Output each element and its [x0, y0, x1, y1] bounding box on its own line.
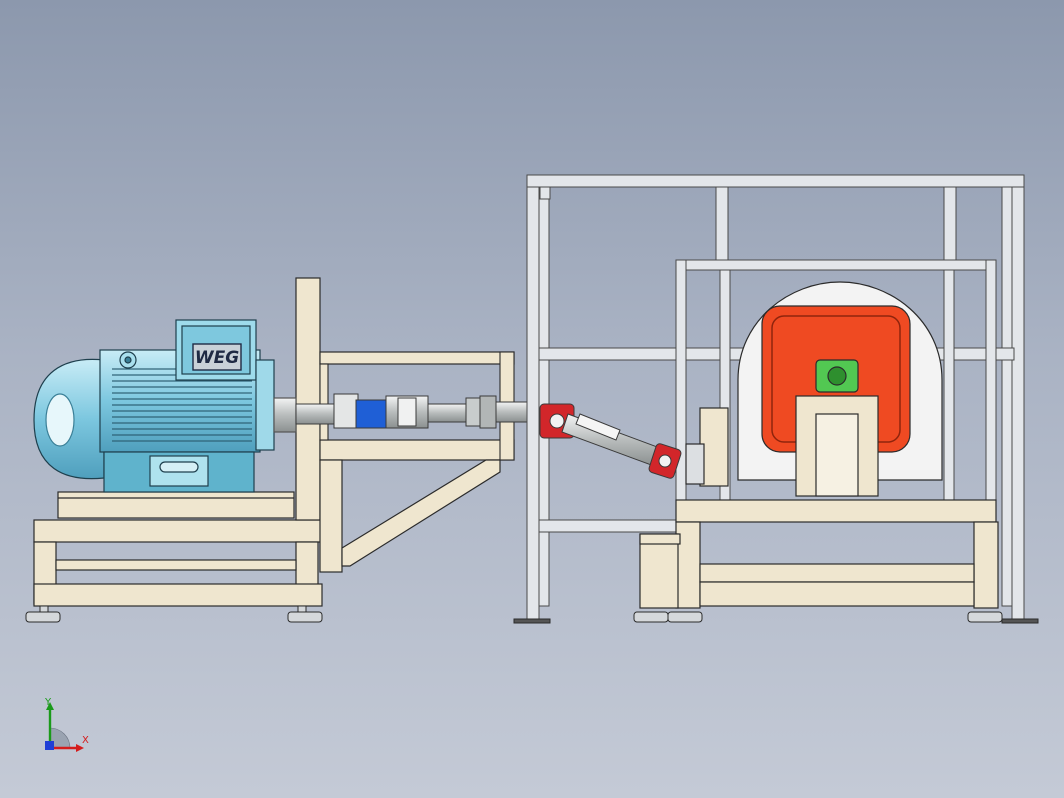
electric-motor: [33, 319, 297, 493]
leveling-feet-right: [633, 611, 1003, 623]
frame-base-plates: [513, 618, 1039, 624]
motor-brand-label: WEG: [195, 348, 239, 368]
y-axis-label: Y: [45, 697, 52, 708]
x-axis-label: X: [82, 735, 89, 746]
torque-sensor-coupling: [355, 399, 387, 429]
cardan-shaft: [539, 403, 682, 479]
motor-base-frame: [33, 277, 515, 607]
motor-nameplate: WEG: [192, 343, 242, 371]
dynamometer: [639, 281, 999, 609]
leveling-feet-left: [25, 605, 323, 623]
coordinate-triad: [45, 702, 84, 752]
